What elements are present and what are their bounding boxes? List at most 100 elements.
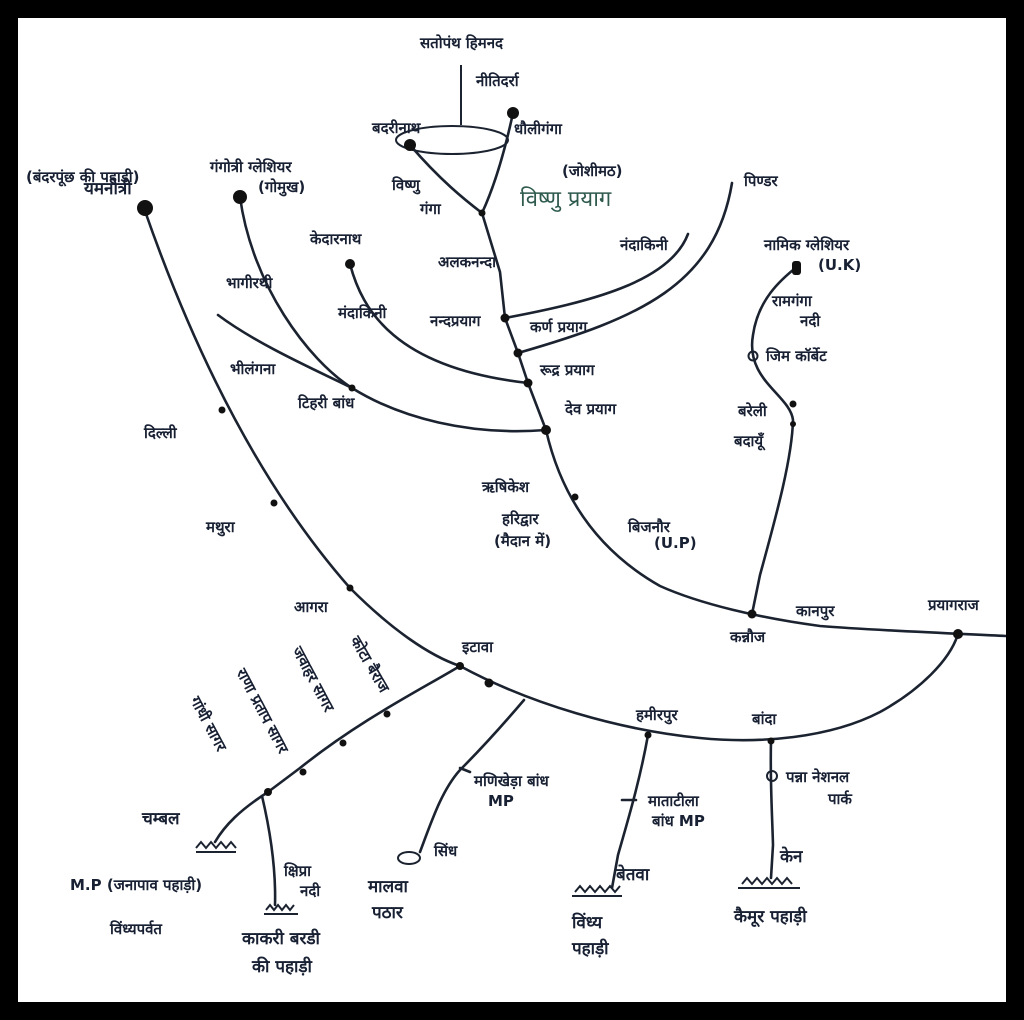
mataṭila-label-1: माताटीला [647, 792, 700, 810]
badaun-dot [790, 421, 796, 427]
nandprayag-dot [500, 313, 510, 323]
kota-dot [383, 710, 391, 718]
rudraprayag-dot [523, 378, 533, 388]
ranapratap-dot [299, 768, 307, 776]
panna-circle [766, 770, 778, 782]
bhilangana-river [216, 313, 354, 390]
yamunotri-source-dot [137, 200, 153, 216]
agra-label: आगरा [294, 598, 329, 616]
alaknanda-label: अलकनन्दा [438, 253, 497, 271]
kakri-bardi-label-2: की पहाड़ी [251, 956, 313, 977]
nandakini-river [503, 232, 690, 320]
banda-label: बांदा [751, 710, 777, 728]
bhagirathi-river [238, 195, 548, 433]
sindh-river [418, 698, 526, 854]
gangotri-source-dot [233, 190, 247, 204]
pindar-river [516, 181, 734, 355]
ramganga-label-1: रामगंगा [771, 292, 813, 310]
vishnuganga-river [408, 143, 484, 215]
ganga-river [480, 211, 1006, 638]
tehri-dot [348, 384, 356, 392]
kshipra-hill-mark [264, 903, 298, 915]
haridwar-label: हरिद्वार [501, 510, 539, 528]
itawa-dot [456, 662, 464, 670]
rudraprayag-label: रूद्र प्रयाग [539, 361, 595, 379]
jim-corbett-label: जिम कॉर्बेट [765, 347, 828, 365]
dhauliganga-river [480, 111, 515, 215]
gandhisagar-label: गांधी सागर [186, 693, 231, 755]
kedarnath-label: केदारनाथ [309, 230, 363, 248]
kota-barrage-label: कोटा बैराज [346, 632, 393, 696]
jim-corbett-circle [747, 350, 759, 362]
jawahar-dot [339, 739, 347, 747]
badrinath-source-dot [404, 139, 416, 151]
mataṭila-label-2: बांध MP [651, 812, 705, 830]
joshimath-label: (जोशीमठ) [562, 162, 623, 180]
tehri-dam-label: टिहरी बांध [297, 394, 355, 412]
bhagirathi-label: भागीरथी [226, 274, 273, 292]
mandakini-label: मंदाकिनी [337, 304, 388, 322]
malwa-source [397, 851, 421, 865]
ramganga-label-2: नदी [799, 312, 821, 330]
kedarnath-source-dot [345, 259, 355, 269]
rishikesh-label: ऋषिकेश [481, 478, 530, 496]
delhi-label: दिल्ली [143, 424, 178, 442]
madhikheda-label-2: MP [488, 792, 514, 810]
ramganga-river [750, 264, 800, 616]
vishnuganga-label-1: विष्णु [391, 176, 421, 195]
panna-label-2: पार्क [827, 790, 853, 808]
gangotri-glacier-label: गंगोत्री ग्लेशियर [209, 158, 292, 176]
river-system-diagram: सतोपंथ हिमनद नीतिदर्रा बदरीनाथ धौलीगंगा … [26, 34, 1006, 977]
kannauj-dot [747, 609, 757, 619]
gomukh-label: (गोमुख) [258, 178, 305, 197]
sindh-label: सिंध [433, 842, 458, 860]
ken-river [769, 739, 775, 880]
chambal-label: चम्बल [141, 809, 181, 829]
janapav-label: M.P (जनापाव पहाड़ी) [70, 876, 202, 894]
ken-hill-mark [738, 876, 800, 889]
devprayag-label: देव प्रयाग [564, 400, 617, 418]
kshipra-label-1: क्षिप्रा [283, 862, 312, 880]
vindhyaparvat-label: विंध्यपर्वत [109, 920, 163, 938]
namik-source-dot [792, 261, 801, 275]
bijnor-label: बिजनौर [627, 518, 671, 536]
satopanth-label: सतोपंथ हिमनद [419, 34, 504, 52]
itawa-dot-2 [484, 678, 494, 688]
mandakini-river [348, 262, 530, 385]
badrinath-label: बदरीनाथ [371, 119, 422, 137]
namik-glacier-label: नामिक ग्लेशियर [763, 236, 850, 254]
vindhya-hills-label-2: पहाड़ी [571, 938, 609, 959]
vishnuprayag-dot [478, 209, 486, 217]
mathura-label: मथुरा [205, 518, 236, 537]
yamunotri-label: यमनोत्री [83, 178, 132, 199]
vishnuganga-label-2: गंगा [419, 200, 442, 218]
vindhya-hills-label-1: विंध्य [571, 912, 603, 933]
itawa-label: इटावा [461, 638, 494, 656]
malwa-label-1: मालवा [367, 877, 409, 897]
bandarpunch-label: (बंदरपूंछ की पहाड़ी) [26, 168, 140, 187]
badaun-label: बदायूँ [733, 432, 766, 451]
kannauj-label: कन्नौज [729, 628, 766, 646]
betwa-label: बेतवा [615, 864, 650, 885]
hamirpur-dot [644, 731, 652, 739]
karnprayag-label: कर्ण प्रयाग [529, 318, 588, 336]
kshipra-label-2: नदी [299, 882, 321, 900]
bareilly-dot [789, 400, 797, 408]
nandprayag-label: नन्दप्रयाग [429, 312, 481, 330]
agra-dot [346, 584, 354, 592]
chambal-hill-mark [195, 840, 237, 853]
bhilangana-label: भीलंगना [230, 360, 276, 378]
prayagraj-label: प्रयागराज [927, 596, 980, 614]
gandhisagar-dot [264, 788, 272, 796]
vishnuprayag-label: विष्णु प्रयाग [520, 186, 612, 212]
kanpur-label: कानपुर [795, 602, 835, 621]
delhi-dot [218, 406, 226, 414]
maidan-label: (मैदान में) [494, 532, 551, 550]
betwa-hill-mark [572, 884, 622, 897]
jawahar-sagar-label: जवाहर सागर [288, 643, 338, 716]
betwa-river [610, 733, 650, 890]
yamuna-river [143, 209, 960, 742]
malwa-label-2: पठार [371, 903, 404, 923]
nitidarra-label: नीतिदर्रा [475, 72, 520, 90]
karnprayag-dot [513, 348, 523, 358]
